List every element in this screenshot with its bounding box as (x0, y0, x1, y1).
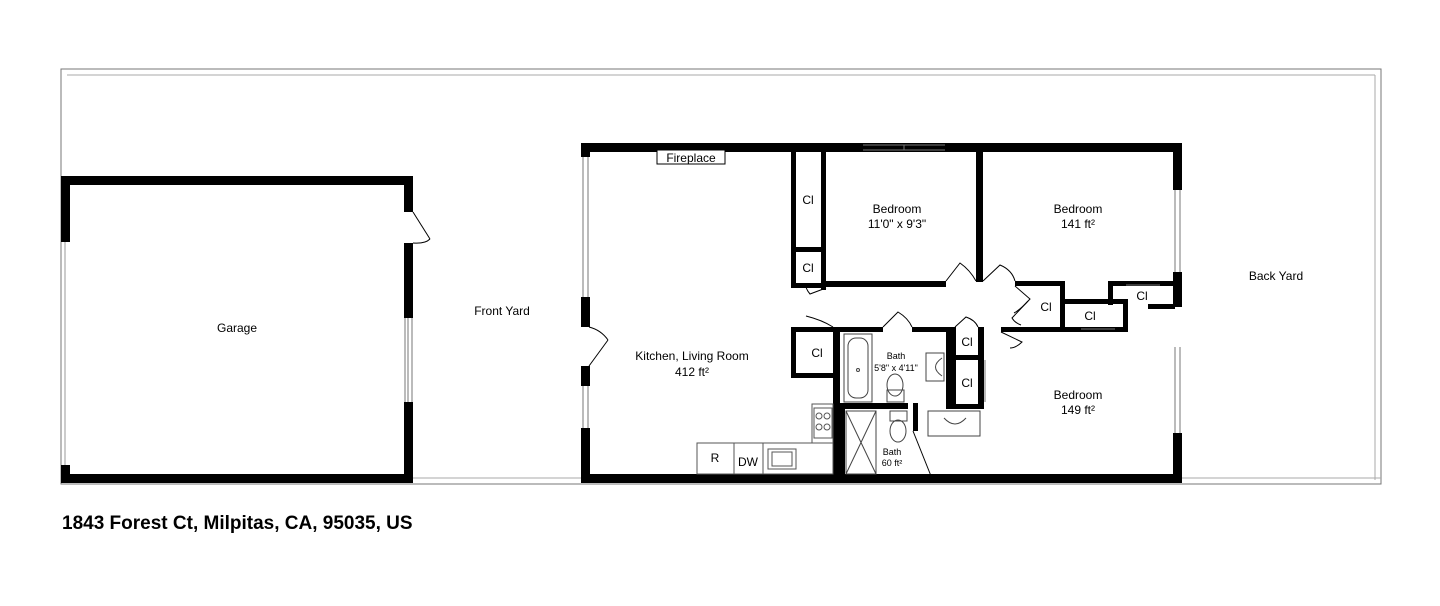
interior-walls (791, 148, 1175, 478)
house-windows (582, 144, 1181, 433)
closet-label: Cl (802, 261, 813, 275)
closet-window (984, 284, 1160, 402)
closets: Cl Cl Cl Cl Cl Cl Cl Cl (802, 193, 1147, 390)
closet-label: Cl (811, 346, 822, 360)
front-door (588, 326, 609, 367)
bedroom3-area: 149 ft² (1061, 403, 1095, 417)
bath2-name: Bath (883, 447, 902, 457)
bath2-area: 60 ft² (882, 458, 903, 468)
lot-boundary (60, 68, 1382, 485)
back-yard-label: Back Yard (1249, 269, 1303, 283)
bath2-fixtures (845, 410, 981, 475)
house-exterior-walls (581, 143, 1182, 483)
refrigerator-label: R (711, 451, 720, 465)
closet-label: Cl (1040, 300, 1051, 314)
bath1-name: Bath (887, 351, 906, 361)
bedroom2-area: 141 ft² (1061, 217, 1095, 231)
kitchen-counters (696, 403, 834, 475)
bedroom1-dims: 11'0" x 9'3" (868, 217, 926, 231)
kitchen-living-area: 412 ft² (675, 365, 709, 379)
fireplace (656, 149, 726, 165)
bath1-dims: 5'8" x 4'11" (874, 363, 918, 373)
bedroom2-name: Bedroom (1054, 202, 1103, 216)
property-address: 1843 Forest Ct, Milpitas, CA, 95035, US (62, 513, 413, 534)
fireplace-label: Fireplace (666, 151, 716, 165)
closet-label: Cl (961, 376, 972, 390)
dishwasher-label: DW (738, 455, 759, 469)
bedroom3-name: Bedroom (1054, 388, 1103, 402)
bath1-fixtures (843, 333, 945, 403)
garage-label: Garage (217, 321, 257, 335)
closet-label: Cl (1084, 309, 1095, 323)
closet-label: Cl (1136, 289, 1147, 303)
kitchen-living-name: Kitchen, Living Room (635, 349, 748, 363)
garage-window (404, 318, 413, 402)
garage-walls (61, 176, 413, 483)
bedroom1-name: Bedroom (873, 202, 922, 216)
front-yard-label: Front Yard (474, 304, 530, 318)
garage-side-door (412, 211, 431, 244)
closet-label: Cl (802, 193, 813, 207)
closet-label: Cl (961, 335, 972, 349)
floor-plan: Garage Fireplace (60, 68, 1382, 485)
interior-doors (805, 262, 1031, 477)
